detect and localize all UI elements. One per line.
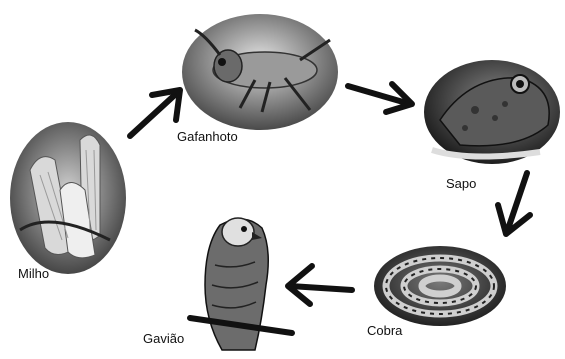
arrow-gafanhoto-to-sapo: [348, 84, 412, 112]
arrow-cobra-to-gaviao: [288, 266, 352, 304]
arrow-milho-to-gafanhoto: [130, 90, 180, 136]
label-milho: Milho: [18, 266, 49, 281]
label-sapo: Sapo: [446, 176, 476, 191]
grasshopper-photo: [182, 14, 338, 130]
snake-photo: [374, 246, 506, 326]
hawk-photo: [190, 218, 292, 350]
arrow-sapo-to-cobra: [498, 173, 530, 234]
label-gaviao: Gavião: [143, 331, 184, 346]
label-gafanhoto: Gafanhoto: [177, 129, 238, 144]
corn-photo: [10, 122, 126, 274]
frog-photo: [424, 60, 560, 164]
label-cobra: Cobra: [367, 323, 402, 338]
